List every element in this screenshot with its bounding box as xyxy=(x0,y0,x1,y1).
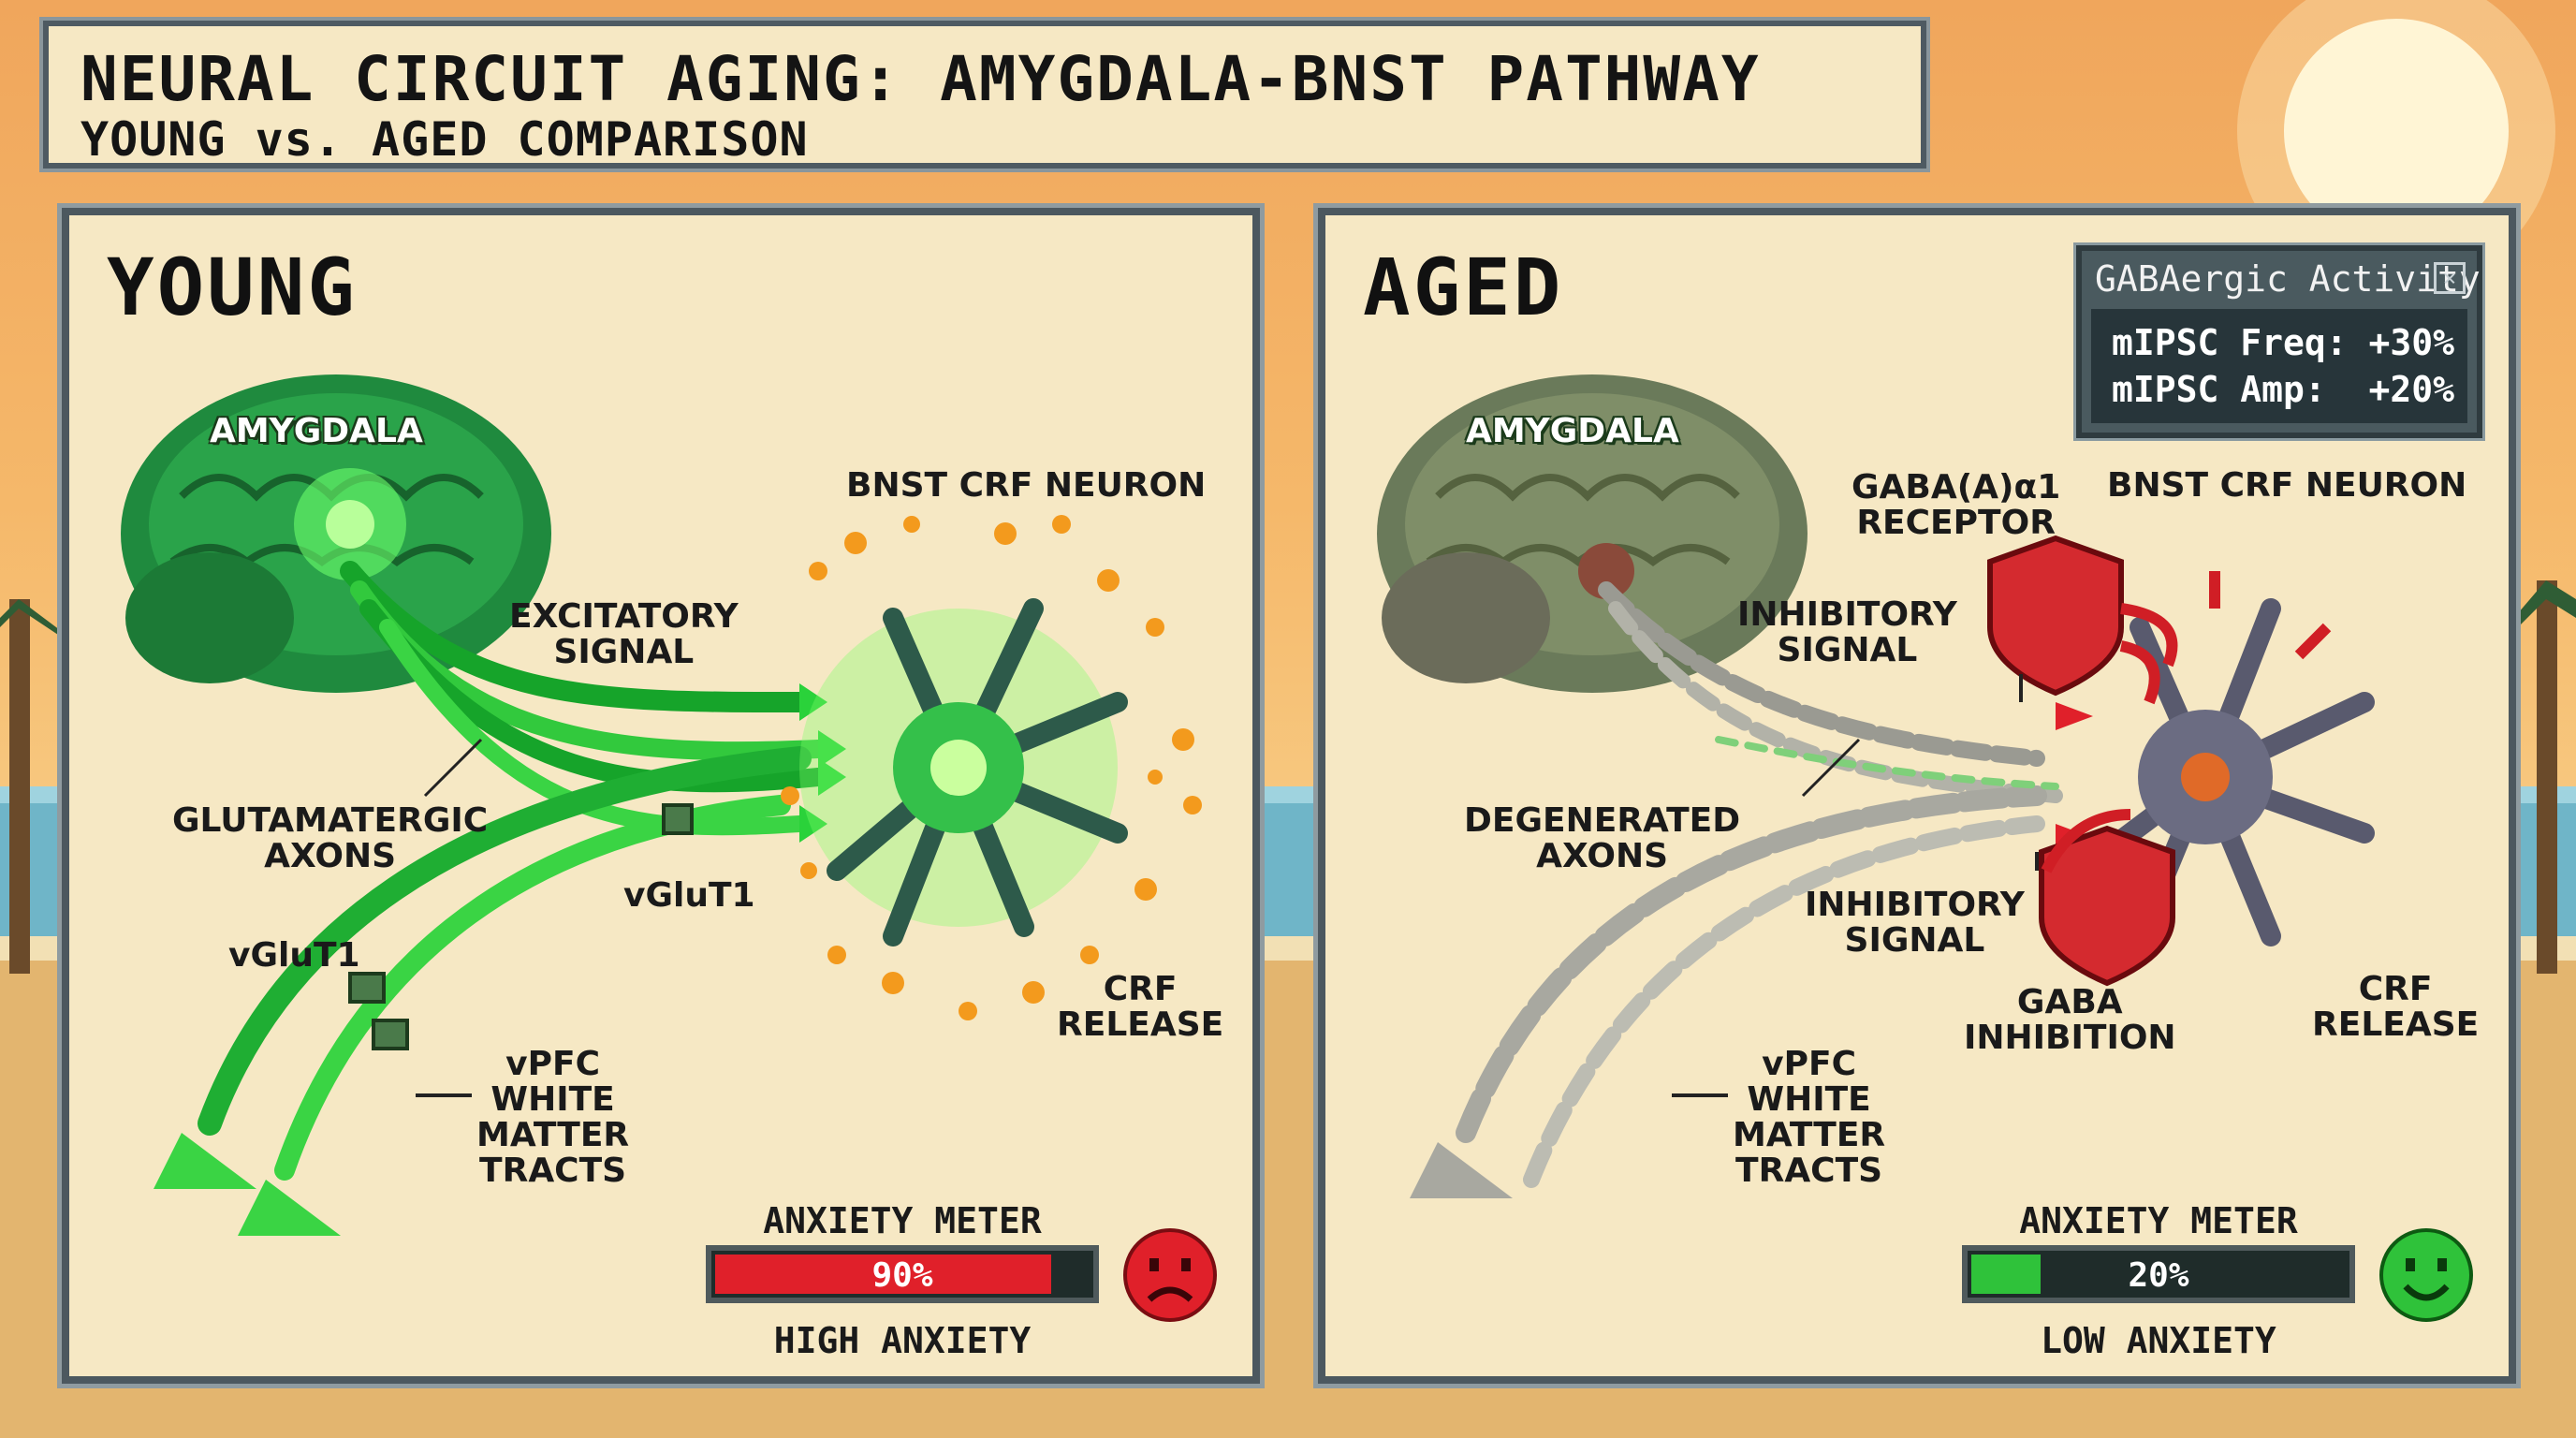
young-bnst-neuron xyxy=(799,598,1128,946)
gaba-activity-body: mIPSC Freq: +30% mIPSC Amp: +20% xyxy=(2091,309,2467,423)
aged-bnst-label: BNST CRF NEURON xyxy=(2107,466,2467,505)
young-meter-label: ANXIETY METER xyxy=(763,1200,1042,1241)
page-subtitle: YOUNG vs. AGED COMPARISON xyxy=(80,112,809,167)
gaba-curved-arrows xyxy=(2041,571,2332,873)
young-diagram xyxy=(121,374,1202,1236)
gaba-receptor-label: GABA(A)α1 RECEPTOR xyxy=(1852,468,2061,542)
gaba-activity-title: GABAergic Activity xyxy=(2095,258,2481,300)
aged-brain xyxy=(1377,374,1808,693)
aged-meter-fill xyxy=(1971,1255,2041,1294)
aged-meter-status: LOW ANXIETY xyxy=(2041,1320,2276,1361)
happy-face-icon xyxy=(2379,1228,2473,1322)
glutamatergic-axons-label: GLUTAMATERGIC AXONS xyxy=(172,801,489,875)
young-meter-value: 90% xyxy=(871,1256,933,1295)
vglut-marker-left xyxy=(348,972,386,1004)
aged-crf-label: CRF RELEASE xyxy=(2312,970,2480,1044)
aged-diagram xyxy=(1377,374,2375,1198)
aged-bnst-neuron xyxy=(2083,598,2375,946)
excitatory-signal-label: EXCITATORY SIGNAL xyxy=(509,597,739,671)
page-title: NEURAL CIRCUIT AGING: AMYGDALA-BNST PATH… xyxy=(80,43,1761,115)
young-heading: YOUNG xyxy=(107,242,358,333)
young-meter-fill xyxy=(715,1255,1052,1294)
young-anxiety-meter: 90% xyxy=(706,1245,1099,1303)
gaba-shield-top-icon xyxy=(1987,535,2124,697)
degenerated-axons-label: DEGENERATED AXONS xyxy=(1464,801,1741,875)
title-banner: NEURAL CIRCUIT AGING: AMYGDALA-BNST PATH… xyxy=(39,17,1930,172)
young-vpfc-label: vPFC WHITE MATTER TRACTS xyxy=(476,1045,630,1190)
mipsc-amp-row: mIPSC Amp: +20% xyxy=(2112,369,2455,410)
aged-amygdala-label: AMYGDALA xyxy=(1466,412,1679,450)
gaba-activity-window: GABAergic Activity × mIPSC Freq: +30% mI… xyxy=(2073,242,2485,441)
vglut-right-label: vGluT1 xyxy=(623,876,755,915)
aged-anxiety-meter: 20% xyxy=(1962,1245,2355,1303)
young-panel: YOUNG AMYGDALA BNST CRF NEURON EXCITATOR… xyxy=(57,203,1265,1388)
aged-vpfc-label: vPFC WHITE MATTER TRACTS xyxy=(1733,1045,1886,1190)
inhibitory-signal-top-label: INHIBITORY SIGNAL xyxy=(1737,595,1957,669)
young-brain xyxy=(121,374,551,693)
vglut-marker-right xyxy=(662,803,694,835)
crf-particles xyxy=(781,515,1202,1020)
aged-heading: AGED xyxy=(1363,242,1564,333)
mipsc-freq-row: mIPSC Freq: +30% xyxy=(2112,322,2455,363)
young-crf-label: CRF RELEASE xyxy=(1057,970,1224,1044)
young-bnst-label: BNST CRF NEURON xyxy=(846,466,1207,505)
close-icon[interactable]: × xyxy=(2434,262,2466,294)
aged-meter-label: ANXIETY METER xyxy=(2019,1200,2298,1241)
gaba-inhibition-label: GABA INHIBITION xyxy=(1964,983,2176,1057)
young-meter-status: HIGH ANXIETY xyxy=(773,1320,1032,1361)
sun xyxy=(2284,19,2509,243)
degenerated-axons xyxy=(1410,581,2063,1198)
young-amygdala-label: AMYGDALA xyxy=(210,412,423,450)
inhibitory-signal-bottom-label: INHIBITORY SIGNAL xyxy=(1805,886,2025,960)
vglut-left-label: vGluT1 xyxy=(228,936,360,975)
excitatory-arrows xyxy=(799,683,846,843)
sad-face-icon xyxy=(1123,1228,1217,1322)
gaba-shield-bottom-icon xyxy=(2039,825,2175,987)
aged-panel: AGED AMYGDALA GABA(A)α1 RECEPTOR BNST CR… xyxy=(1313,203,2521,1388)
aged-meter-value: 20% xyxy=(2128,1256,2189,1295)
